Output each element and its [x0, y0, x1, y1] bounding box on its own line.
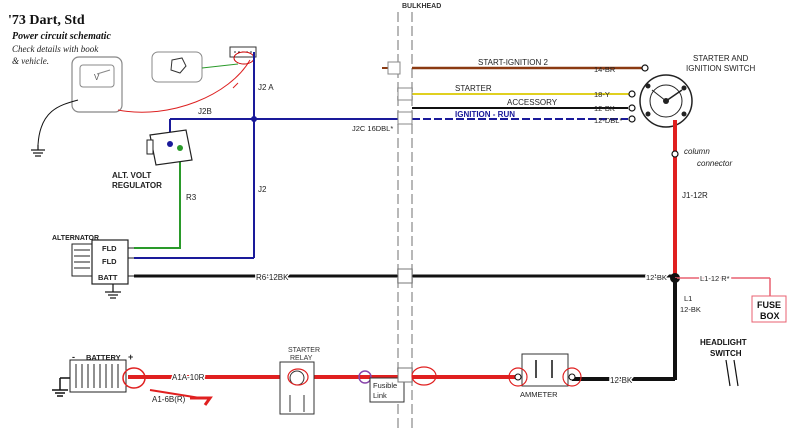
connector-j2a — [229, 46, 257, 65]
meter-probe-black — [37, 99, 79, 146]
label-batt: BATT — [98, 273, 118, 282]
label-12bk-bottom: 12-BK — [610, 376, 633, 385]
label-l1-12r: L1-12 R* — [700, 274, 730, 283]
label-r3: R3 — [186, 193, 197, 202]
label-j2: J2 — [258, 185, 267, 194]
label-fuse-1: FUSE — [757, 300, 781, 310]
label-bulkhead: BULKHEAD — [402, 3, 441, 10]
ground-symbol-battery — [52, 377, 70, 397]
battery-icon — [69, 359, 127, 393]
ammeter-stud-left — [514, 373, 522, 381]
label-12bk-mid: 12-BK — [646, 273, 667, 282]
meter-probe-tip — [232, 82, 239, 89]
test-light-icon — [151, 51, 239, 83]
label-fuse-2: BOX — [760, 311, 780, 321]
label-18y: 18-Y — [594, 90, 610, 99]
relay-terminal-circle — [287, 368, 309, 386]
column-connector-dot — [671, 150, 679, 158]
ammeter-terminal-left — [508, 367, 528, 387]
label-l1: L1 — [684, 294, 692, 303]
wire-r3 — [134, 148, 181, 249]
alternator-icon — [71, 239, 134, 285]
label-alternator: ALTERNATOR — [52, 235, 99, 242]
label-battery-plus: + — [128, 352, 133, 362]
label-battery-minus: - — [72, 352, 75, 362]
label-battery: BATTERY — [86, 353, 121, 362]
multimeter-icon — [71, 56, 123, 113]
battery-terminal-circle — [122, 367, 146, 389]
title: '73 Dart, Std — [8, 13, 85, 28]
label-12bk-acc: 12-BK — [594, 104, 615, 113]
label-headlight-2: SWITCH — [710, 349, 742, 358]
starter-relay-icon — [279, 361, 315, 415]
meter-v-label: V — [94, 73, 100, 82]
ground-symbol-meter — [31, 145, 45, 157]
bulkhead-terminal-circle — [411, 366, 437, 386]
note-line-2: & vehicle. — [12, 56, 49, 66]
bulkhead-connector-bottom — [397, 367, 413, 383]
label-switch-1: STARTER AND — [693, 54, 748, 63]
label-column-2: connector — [697, 159, 732, 168]
wire-a1-6b-end — [190, 396, 213, 406]
label-fld2: FLD — [102, 257, 117, 266]
voltage-regulator-icon — [146, 129, 193, 166]
label-fusible-2: Link — [373, 391, 387, 400]
note-line-1: Check details with book — [12, 44, 99, 54]
junction-j2 — [251, 116, 257, 122]
label-accessory: ACCESSORY — [507, 98, 558, 107]
ammeter-stud-right — [568, 373, 576, 381]
ammeter-icon — [521, 353, 569, 387]
label-relay-2: RELAY — [290, 355, 313, 362]
label-j1-12r: J1-12R — [682, 191, 708, 200]
label-fusible-1: Fusible — [373, 381, 397, 390]
label-column-1: column — [684, 147, 710, 156]
subtitle: Power circuit schematic — [12, 31, 111, 42]
fuse-box — [751, 295, 787, 323]
bulkhead-connectors-top — [387, 61, 413, 125]
label-switch-2: IGNITION SWITCH — [686, 64, 756, 73]
ammeter-terminal-right — [562, 367, 582, 387]
label-a1-6b: A1-6B(R) — [152, 395, 186, 404]
label-14br: 14-BR — [594, 65, 616, 74]
label-j2b: J2B — [198, 107, 212, 116]
switch-terminals — [628, 64, 649, 123]
label-ignition-run: IGNITION - RUN — [455, 110, 515, 119]
bulkhead-connector-r6 — [397, 268, 413, 284]
ground-symbol-alternator — [105, 284, 121, 299]
label-headlight-1: HEADLIGHT — [700, 338, 747, 347]
label-relay-1: STARTER — [288, 347, 320, 354]
label-l1-12bk: 12-BK — [680, 305, 701, 314]
label-fld1: FLD — [102, 244, 117, 253]
label-alt-volt-2: REGULATOR — [112, 181, 162, 190]
label-ammeter: AMMETER — [520, 390, 558, 399]
ignition-switch-icon — [639, 74, 693, 128]
meter-probe-red — [117, 59, 251, 113]
label-a1a: A1A-10R — [172, 373, 205, 382]
bulkhead-lines — [397, 12, 413, 430]
label-j2a: J2 A — [258, 83, 274, 92]
label-j2c: J2C 16DBL* — [352, 124, 393, 133]
label-starter: STARTER — [455, 84, 492, 93]
label-alt-volt-1: ALT. VOLT — [112, 171, 151, 180]
label-r6: R6-12BK — [256, 273, 289, 282]
fusible-link-dot — [358, 370, 372, 384]
label-start-ignition: START-IGNITION 2 — [478, 58, 548, 67]
headlight-switch-icon — [725, 359, 739, 387]
label-12dbl: 12-DBL* — [594, 116, 622, 125]
